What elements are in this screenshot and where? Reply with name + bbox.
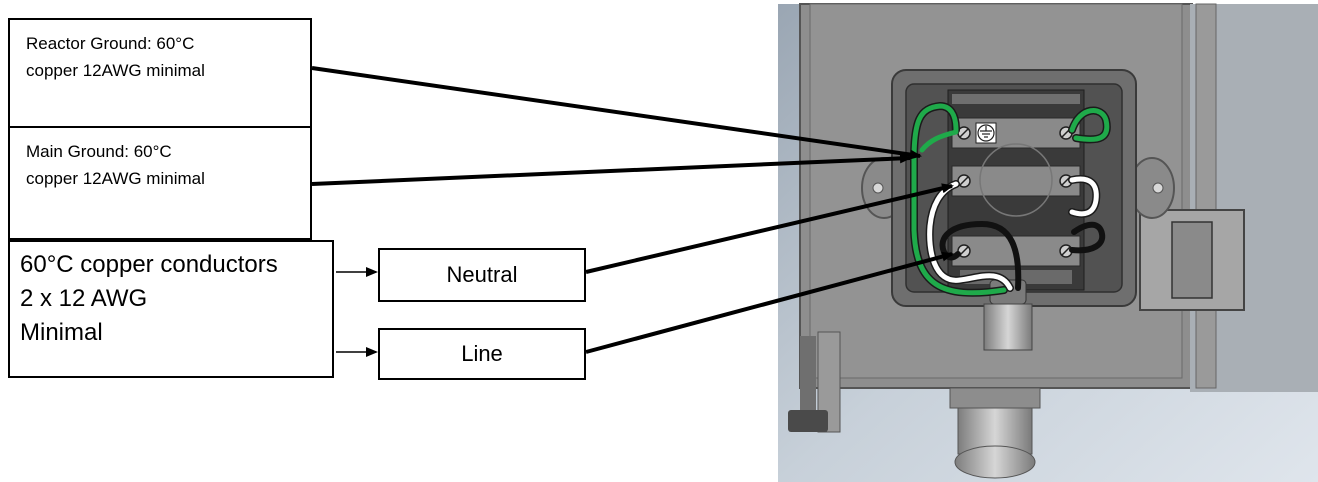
conductors-label-line3: Minimal — [20, 319, 103, 346]
conductors-label-box: 60°C copper conductors 2 x 12 AWG Minima… — [8, 240, 334, 378]
main-ground-label-box: Main Ground: 60°C copper 12AWG minimal — [8, 126, 312, 240]
main-ground-arrow — [311, 153, 912, 186]
neutral-wire — [925, 175, 1101, 292]
connector-arrows — [336, 267, 378, 357]
neutral-label: Neutral — [446, 262, 518, 287]
enclosure-illustration — [778, 3, 1318, 482]
reactor-ground-label-line1: Reactor Ground: 60°C — [26, 34, 195, 53]
neutral-arrow — [585, 183, 954, 274]
reactor-ground-arrow — [311, 66, 922, 160]
callout-arrows — [311, 66, 954, 354]
neutral-label-box: Neutral — [378, 248, 586, 302]
ground-wire — [910, 102, 1111, 297]
main-ground-label-line2: copper 12AWG minimal — [26, 169, 205, 188]
line-label: Line — [461, 341, 503, 366]
reactor-ground-label-box: Reactor Ground: 60°C copper 12AWG minima… — [8, 18, 312, 128]
conductors-label-line1: 60°C copper conductors — [20, 251, 278, 278]
reactor-ground-label-line2: copper 12AWG minimal — [26, 61, 205, 80]
line-label-box: Line — [378, 328, 586, 380]
main-ground-label-line1: Main Ground: 60°C — [26, 142, 172, 161]
ground-symbol-icon — [975, 122, 997, 144]
line-arrow — [585, 251, 954, 354]
conductors-label-line2: 2 x 12 AWG — [20, 285, 148, 312]
